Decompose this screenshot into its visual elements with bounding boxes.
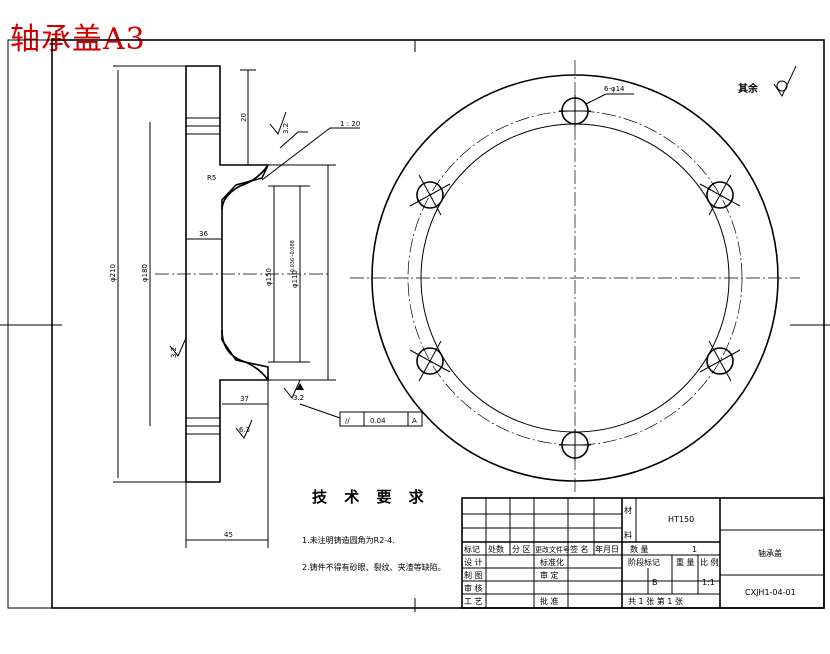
- dim-mid-diameter: φ150: [265, 268, 273, 286]
- sheets-label: 共 1 张 第 1 张: [628, 596, 683, 606]
- surface-finish-rest-label: 其余: [738, 82, 759, 95]
- sign-col: 签 名: [570, 544, 589, 554]
- dim-chamfer: R5: [207, 174, 216, 182]
- tech-requirement-1: 1.未注明铸造圆角为R2-4.: [302, 535, 395, 545]
- drawing-number: CXJH1-04-01: [745, 588, 796, 597]
- bolt-hole: [416, 347, 444, 375]
- material-label-top: 材: [624, 505, 632, 515]
- change-doc-col: 更改文件号: [535, 545, 570, 554]
- dim-taper: 1 : 20: [340, 120, 360, 128]
- parallel-tolerance: 0.04: [370, 417, 386, 425]
- drawing-label: 制 图: [464, 570, 483, 580]
- stage-mark-label: 阶段标记: [628, 557, 660, 567]
- section-view: [113, 65, 423, 548]
- dim-outer-diameter: φ210: [109, 264, 117, 282]
- parallel-datum: A: [412, 417, 417, 425]
- inner-frame: [51, 39, 825, 609]
- holes-callout: 6-φ14: [604, 85, 625, 93]
- date-col: 年月日: [595, 544, 619, 554]
- bolt-holes: [409, 93, 741, 461]
- scale-value: 1:1: [702, 578, 715, 587]
- stage-value: B: [652, 578, 658, 587]
- roughness-left: 3.2: [170, 347, 178, 358]
- bolt-hole: [706, 181, 734, 209]
- bolt-hole: [706, 347, 734, 375]
- bolt-hole: [416, 181, 444, 209]
- approve-label: 批 准: [540, 596, 559, 606]
- parallel-symbol: //: [345, 417, 350, 425]
- outer-border: [7, 39, 825, 609]
- dim-length-45: 45: [224, 531, 233, 539]
- dim-bolt-circle: φ180: [141, 264, 149, 282]
- dim-length-37: 37: [240, 395, 249, 403]
- qty-value: 1: [692, 545, 697, 554]
- roughness-top: 3.2: [282, 123, 290, 134]
- tech-requirements-heading: 技 术 要 求: [312, 488, 430, 506]
- weight-label: 重 量: [676, 557, 695, 567]
- surface-finish-icon: [773, 65, 797, 98]
- tech-requirement-2: 2.铸件不得有砂眼、裂纹、夹渣等缺陷。: [302, 562, 446, 572]
- dim-width-20: 20: [240, 113, 248, 122]
- roughness-datum: 3.2: [293, 394, 304, 402]
- dim-inner-tolerance-upper: -0.036 -0.088: [290, 240, 296, 274]
- dim-inner-diameter: φ110: [291, 270, 299, 288]
- check-label: 审 核: [464, 583, 483, 593]
- qty-label: 数 量: [630, 544, 649, 554]
- dim-thickness: 36: [199, 230, 208, 238]
- title-block: [461, 497, 825, 609]
- material-value: HT150: [668, 515, 694, 524]
- mark-col: 标记: [464, 544, 480, 554]
- zone-col: 分 区: [512, 545, 531, 554]
- part-name: 轴承盖: [758, 548, 782, 558]
- scale-label: 比 例: [700, 557, 719, 567]
- review-label: 审 定: [540, 570, 559, 580]
- standardize-label: 标准化: [540, 557, 564, 567]
- roughness-bottom: 6.3: [239, 426, 250, 434]
- process-label: 工 艺: [464, 597, 483, 606]
- design-label: 设 计: [464, 557, 483, 567]
- material-label-bottom: 料: [624, 530, 632, 540]
- count-col: 处数: [488, 544, 504, 554]
